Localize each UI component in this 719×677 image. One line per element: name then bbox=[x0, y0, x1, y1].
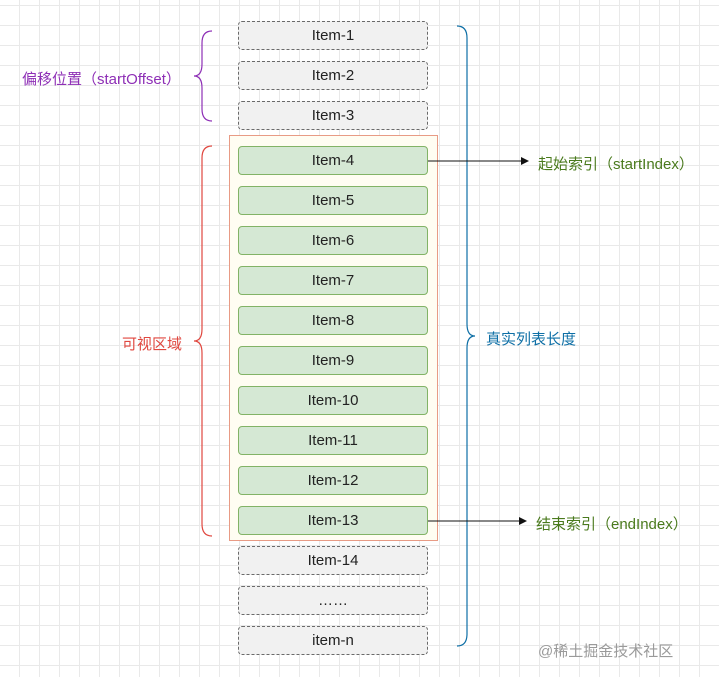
list-item: item-n bbox=[238, 626, 428, 655]
list-item-visible: Item-5 bbox=[238, 186, 428, 215]
list-item-visible: Item-4 bbox=[238, 146, 428, 175]
list-item-visible: Item-11 bbox=[238, 426, 428, 455]
visible-area-label: 可视区域 bbox=[122, 336, 183, 353]
start-index-label: 起始索引（startIndex） bbox=[538, 156, 694, 173]
list-item-visible: Item-8 bbox=[238, 306, 428, 335]
list-item-visible: Item-13 bbox=[238, 506, 428, 535]
start-offset-label: 偏移位置（startOffset） bbox=[22, 71, 181, 88]
list-item-visible: Item-6 bbox=[238, 226, 428, 255]
offset-brace bbox=[193, 30, 213, 122]
end-index-label: 结束索引（endIndex） bbox=[536, 516, 688, 533]
watermark: @稀土掘金技术社区 bbox=[538, 643, 674, 660]
list-item: Item-3 bbox=[238, 101, 428, 130]
total-length-label: 真实列表长度 bbox=[486, 331, 577, 348]
list-item-ellipsis: …… bbox=[238, 586, 428, 615]
total-length-brace bbox=[456, 25, 476, 647]
list-item: Item-1 bbox=[238, 21, 428, 50]
list-item-visible: Item-9 bbox=[238, 346, 428, 375]
list-item: Item-2 bbox=[238, 61, 428, 90]
list-item-visible: Item-7 bbox=[238, 266, 428, 295]
visible-area-brace bbox=[193, 145, 213, 537]
list-item-visible: Item-12 bbox=[238, 466, 428, 495]
list-item: Item-14 bbox=[238, 546, 428, 575]
list-item-visible: Item-10 bbox=[238, 386, 428, 415]
